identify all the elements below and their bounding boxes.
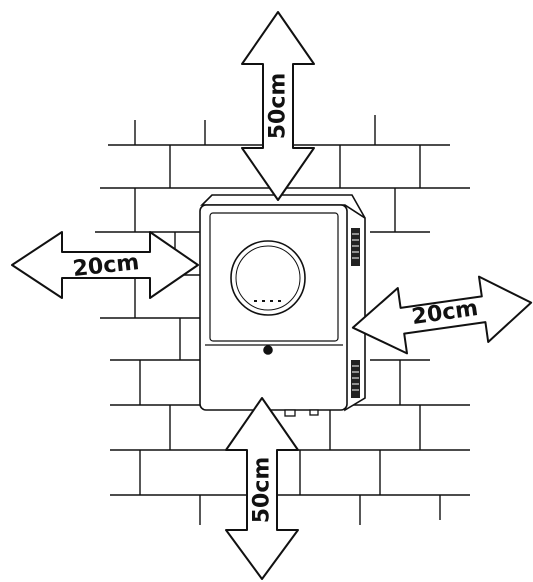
- power-button-icon: [263, 345, 273, 355]
- bottom-clearance-label: 50cm: [250, 457, 275, 524]
- brick-wall: [95, 115, 470, 525]
- left-clearance-arrow-icon: [11, 231, 199, 299]
- bottom-clearance-arrow-icon: [225, 397, 299, 580]
- top-clearance-arrow-icon: [241, 11, 315, 201]
- right-clearance-arrow-icon: [351, 275, 533, 355]
- inverter-device: [199, 194, 366, 417]
- indicator-leds-icon: [254, 300, 281, 302]
- side-vent-icon: [351, 228, 360, 398]
- top-clearance-label: 50cm: [266, 73, 291, 140]
